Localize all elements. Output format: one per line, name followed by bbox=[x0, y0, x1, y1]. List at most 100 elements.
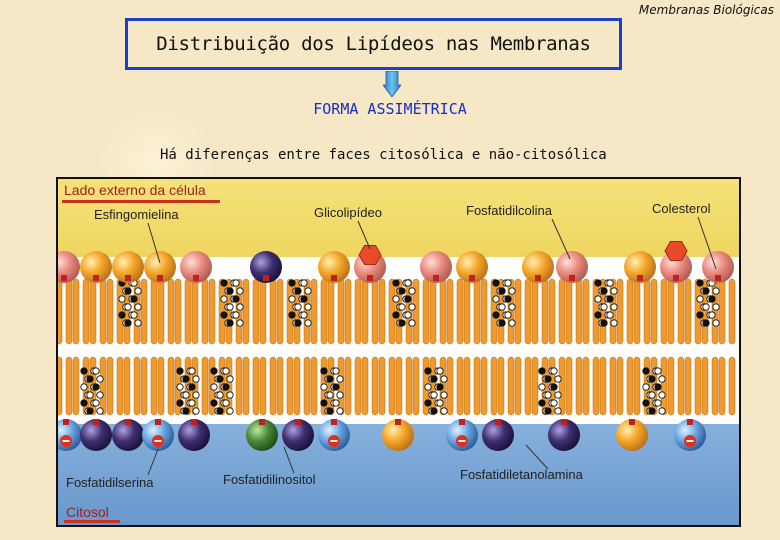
lipid-tail bbox=[507, 356, 515, 416]
cholesterol-atom bbox=[188, 383, 196, 391]
cholesterol-atom bbox=[210, 399, 218, 407]
cholesterol-atom bbox=[436, 383, 444, 391]
cholesterol-atom bbox=[320, 367, 328, 375]
cholesterol-atom bbox=[300, 279, 308, 287]
lipid-tail bbox=[157, 278, 165, 345]
cholesterol-atom bbox=[226, 303, 234, 311]
cholesterol-atom bbox=[326, 407, 334, 415]
phosphate-dot bbox=[469, 275, 475, 281]
cholesterol-atom bbox=[492, 279, 500, 287]
lipid-tail bbox=[548, 278, 556, 345]
cholesterol-atom bbox=[712, 287, 720, 295]
cholesterol-atom bbox=[498, 303, 506, 311]
lipid-tail bbox=[439, 278, 447, 345]
cholesterol-atom bbox=[118, 311, 126, 319]
lipid-tail bbox=[473, 278, 481, 345]
cholesterol-atom bbox=[176, 367, 184, 375]
pointer-line bbox=[697, 216, 717, 270]
lipid-tail bbox=[558, 278, 566, 345]
cholesterol-atom bbox=[498, 287, 506, 295]
cholesterol-atom bbox=[658, 407, 666, 415]
lipid-tail bbox=[259, 278, 267, 345]
cholesterol-atom bbox=[654, 383, 662, 391]
minus-sign bbox=[458, 440, 466, 442]
lipid-tail bbox=[133, 356, 141, 416]
cholesterol-atom bbox=[326, 375, 334, 383]
lipid-tail bbox=[174, 278, 182, 345]
cholesterol-atom bbox=[96, 407, 104, 415]
cholesterol-atom bbox=[606, 279, 614, 287]
lipid-head bbox=[250, 251, 282, 283]
lipid-tail bbox=[89, 278, 97, 345]
lipid-tail bbox=[429, 278, 437, 345]
lipid-tail bbox=[592, 356, 600, 416]
cholesterol-atom bbox=[392, 295, 400, 303]
lipid-head bbox=[556, 251, 588, 283]
cholesterol-atom bbox=[648, 375, 656, 383]
lipid-tail bbox=[660, 278, 668, 345]
lipid-tail bbox=[276, 278, 284, 345]
lipid-tail bbox=[327, 278, 335, 345]
cholesterol-atom bbox=[600, 319, 608, 327]
lipid-tail bbox=[582, 356, 590, 416]
cholesterol-atom bbox=[232, 279, 240, 287]
lipid-tail bbox=[718, 356, 726, 416]
cholesterol-atom bbox=[332, 367, 340, 375]
cholesterol-atom bbox=[554, 391, 562, 399]
lipid-tail bbox=[446, 356, 454, 416]
cholesterol-atom bbox=[398, 287, 406, 295]
lipid-tail bbox=[354, 356, 362, 416]
cholesterol-atom bbox=[320, 383, 328, 391]
phosphate-dot bbox=[331, 275, 337, 281]
cholesterol-atom bbox=[86, 391, 94, 399]
phosphate-dot bbox=[367, 275, 373, 281]
lipid-tail bbox=[463, 356, 471, 416]
lipid-tail bbox=[191, 278, 199, 345]
cholesterol-atom bbox=[124, 287, 132, 295]
cholesterol-atom bbox=[504, 279, 512, 287]
cholesterol-atom bbox=[648, 391, 656, 399]
lipid-tail bbox=[412, 278, 420, 345]
cholesterol-atom bbox=[232, 295, 240, 303]
cholesterol-atom bbox=[648, 407, 656, 415]
phosphate-dot bbox=[395, 419, 401, 425]
cholesterol-atom bbox=[492, 295, 500, 303]
lipid-tail bbox=[310, 278, 318, 345]
cholesterol-atom bbox=[96, 391, 104, 399]
lipid-tail bbox=[480, 356, 488, 416]
cholesterol-atom bbox=[702, 319, 710, 327]
lipid-tail bbox=[694, 356, 702, 416]
lipid-tail bbox=[276, 356, 284, 416]
phosphate-dot bbox=[155, 419, 161, 425]
lipid-head bbox=[616, 419, 648, 451]
phosphate-dot bbox=[157, 275, 163, 281]
lipid-head bbox=[58, 251, 80, 283]
phosphate-dot bbox=[125, 275, 131, 281]
lipid-tail bbox=[558, 356, 566, 416]
outside-label: Lado externo da célula bbox=[64, 182, 206, 198]
cholesterol-atom bbox=[392, 311, 400, 319]
cholesterol-atom bbox=[504, 311, 512, 319]
lipid-tail bbox=[259, 356, 267, 416]
cholesterol-atom bbox=[658, 391, 666, 399]
lipid-tail bbox=[582, 278, 590, 345]
lipid-tail bbox=[65, 278, 73, 345]
lipid-tail bbox=[524, 278, 532, 345]
lipid-tail bbox=[293, 278, 301, 345]
lipid-tail bbox=[140, 356, 148, 416]
cholesterol-atom bbox=[182, 375, 190, 383]
cholesterol-atom bbox=[408, 287, 416, 295]
minus-sign bbox=[154, 440, 162, 442]
phosphate-dot bbox=[259, 419, 265, 425]
cholesterol-atom bbox=[436, 399, 444, 407]
lipid-head bbox=[456, 251, 488, 283]
lipid-head bbox=[382, 419, 414, 451]
pointer-line bbox=[525, 444, 549, 470]
lipid-tail bbox=[378, 278, 386, 345]
sugar-hexagon bbox=[358, 245, 382, 265]
cholesterol-atom bbox=[134, 319, 142, 327]
lipid-head bbox=[548, 419, 580, 451]
membrane-figure: Lado externo da célula Esfingomielina Gl… bbox=[56, 177, 741, 527]
lipid-tail bbox=[718, 278, 726, 345]
lipid-head bbox=[178, 419, 210, 451]
